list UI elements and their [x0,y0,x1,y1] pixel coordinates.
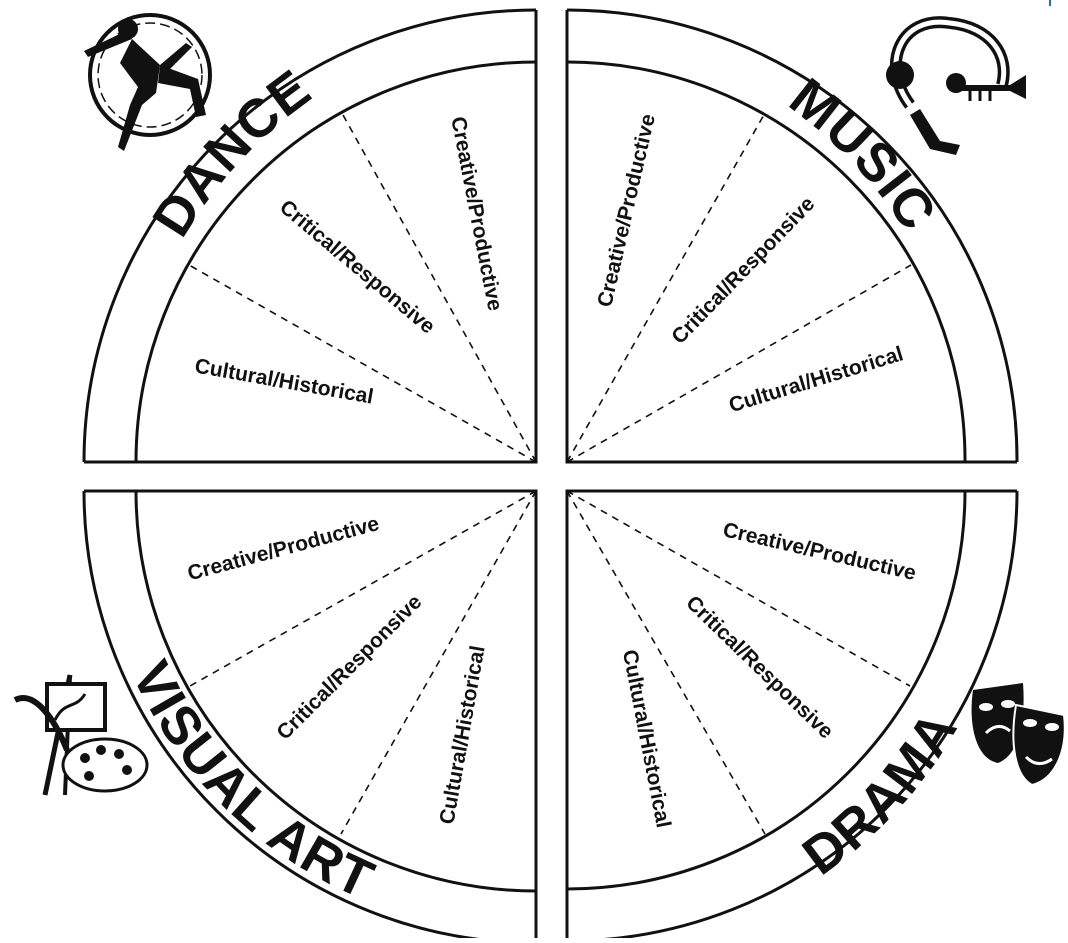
dance-outer-arc [82,8,537,463]
music-strand-creative: Creative/Productive [593,112,660,309]
dance-strand-creative: Creative/Productive [446,115,506,313]
music-inner-arc [566,60,967,463]
drama-inner-arc [566,490,967,891]
trumpet-player-icon [886,16,1026,155]
dance-strand-critical: Critical/Responsive [275,196,439,339]
drama-strand-cultural: Cultural/Historical [618,648,675,830]
quadrant-visual-art: VISUAL ART Creative/Productive Critical/… [13,489,538,943]
music-strand-cultural: Cultural/Historical [726,342,906,417]
visual-art-strand-critical: Critical/Responsive [272,590,426,744]
dance-inner-arc [134,60,537,463]
visual-art-title-text: VISUAL ART [120,652,382,911]
dance-divider [188,264,537,463]
visual-art-divider [189,490,537,687]
quadrant-dance: DANCE Creative/Productive Critical/Respo… [82,8,538,464]
visual-art-divider [340,490,537,835]
drama-strand-creative: Creative/Productive [721,518,918,585]
music-strand-critical: Critical/Responsive [667,192,819,348]
drama-strand-critical: Critical/Responsive [681,591,837,743]
music-divider [566,264,912,463]
drama-divider [566,490,766,835]
dance-strand-cultural: Cultural/Historical [193,355,375,409]
visual-art-strand-cultural: Cultural/Historical [436,644,490,826]
music-divider [566,112,766,463]
quadrant-drama: DRAMA Creative/Productive Critical/Respo… [565,489,1066,943]
dance-divider [342,114,537,463]
music-outer-arc [566,8,1019,463]
visual-art-inner-arc [134,490,537,893]
drama-divider [566,490,911,687]
visual-art-outer-arc [82,490,537,943]
theatre-masks-icon [971,683,1066,787]
easel-palette-icon [13,674,149,796]
visual-art-title: VISUAL ART [120,652,383,911]
quadrant-music: MUSIC Creative/Productive Critical/Respo… [565,8,1026,464]
dancer-icon [84,13,212,151]
drama-outer-arc [566,490,1019,943]
visual-art-strand-creative: Creative/Productive [185,512,381,585]
